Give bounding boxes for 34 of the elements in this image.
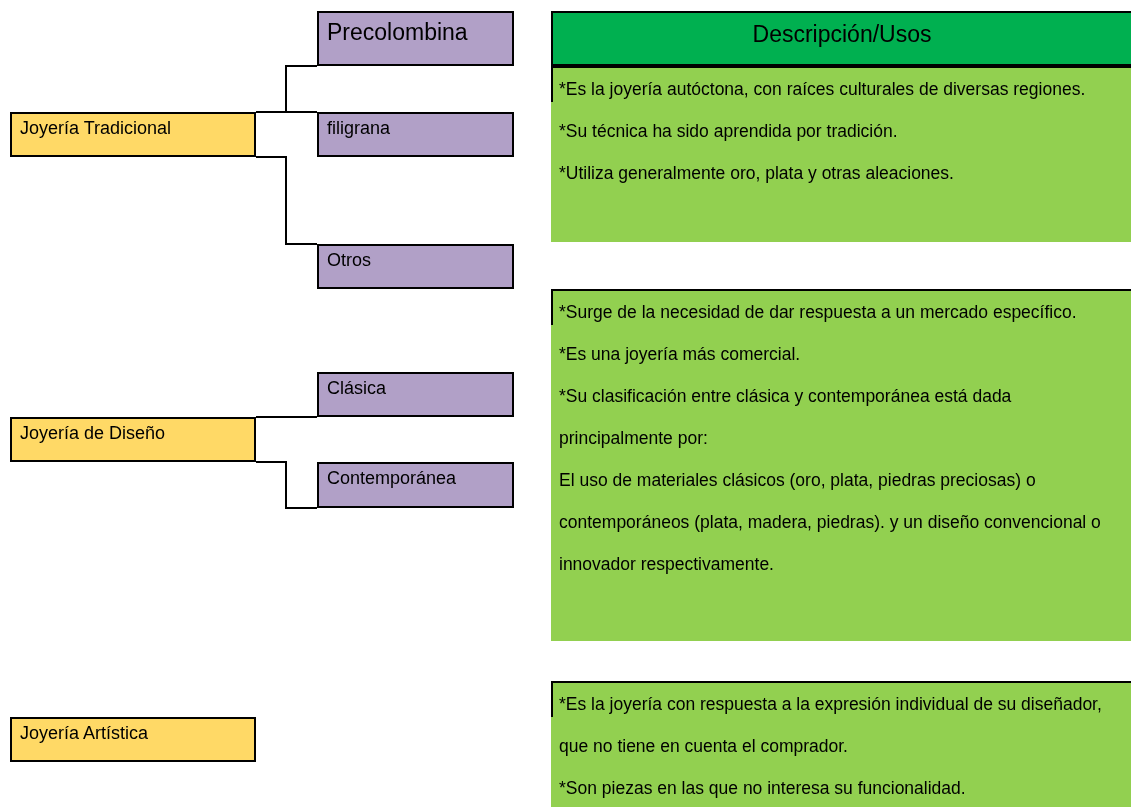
description-box bbox=[551, 289, 1131, 641]
subcategory-box bbox=[317, 11, 514, 66]
subcategory-label: Contemporánea bbox=[327, 468, 457, 488]
category-label: Joyería Artística bbox=[20, 723, 149, 743]
description-paragraph: *Utiliza generalmente oro, plata y otras aleaciones. bbox=[559, 162, 955, 185]
subcategory-box bbox=[317, 244, 514, 289]
description-paragraph: *Surge de la necesidad de dar respuesta a un mercado específico. bbox=[559, 301, 1078, 324]
subcategory-label: Otros bbox=[327, 250, 371, 270]
description-paragraph: *Su clasificación entre clásica y contemporánea está dada principalmente por: bbox=[559, 385, 1013, 450]
subcategory-box bbox=[317, 462, 514, 508]
connector-line bbox=[255, 111, 318, 113]
description-paragraph: *Es la joyería con respuesta a la expresión individual de su diseñador, que no tiene en cuenta el comprador. bbox=[559, 693, 1103, 758]
category-label: Joyería Tradicional bbox=[20, 118, 172, 138]
header-title: Descripción/Usos bbox=[752, 21, 932, 47]
description-paragraph: *Su técnica ha sido aprendida por tradición. bbox=[559, 120, 899, 143]
category-box bbox=[10, 717, 256, 762]
description-box bbox=[551, 66, 1131, 242]
header-box bbox=[551, 11, 1131, 66]
description-paragraph: El uso de materiales clásicos (oro, plata, piedras preciosas) o contemporáneos (plata, madera, piedras). y un diseño convencional o innovador respectivamente. bbox=[559, 469, 1102, 576]
description-paragraph: *Son piezas en las que no interesa su funcionalidad. bbox=[559, 777, 967, 800]
description-paragraph: *Es una joyería más comercial. bbox=[559, 343, 802, 366]
category-box bbox=[10, 417, 256, 462]
description-box bbox=[551, 681, 1131, 807]
description-paragraph: *Es la joyería autóctona, con raíces culturales de diversas regiones. bbox=[559, 78, 1087, 101]
subcategory-label: filigrana bbox=[327, 118, 391, 138]
subcategory-label: Clásica bbox=[327, 378, 387, 398]
connector-line bbox=[255, 416, 318, 418]
category-label: Joyería de Diseño bbox=[20, 423, 166, 443]
subcategory-box bbox=[317, 112, 514, 157]
subcategory-label: Precolombina bbox=[327, 19, 468, 45]
subcategory-box bbox=[317, 372, 514, 417]
connector-line bbox=[255, 461, 318, 509]
connector-line bbox=[255, 156, 318, 245]
category-box bbox=[10, 112, 256, 157]
